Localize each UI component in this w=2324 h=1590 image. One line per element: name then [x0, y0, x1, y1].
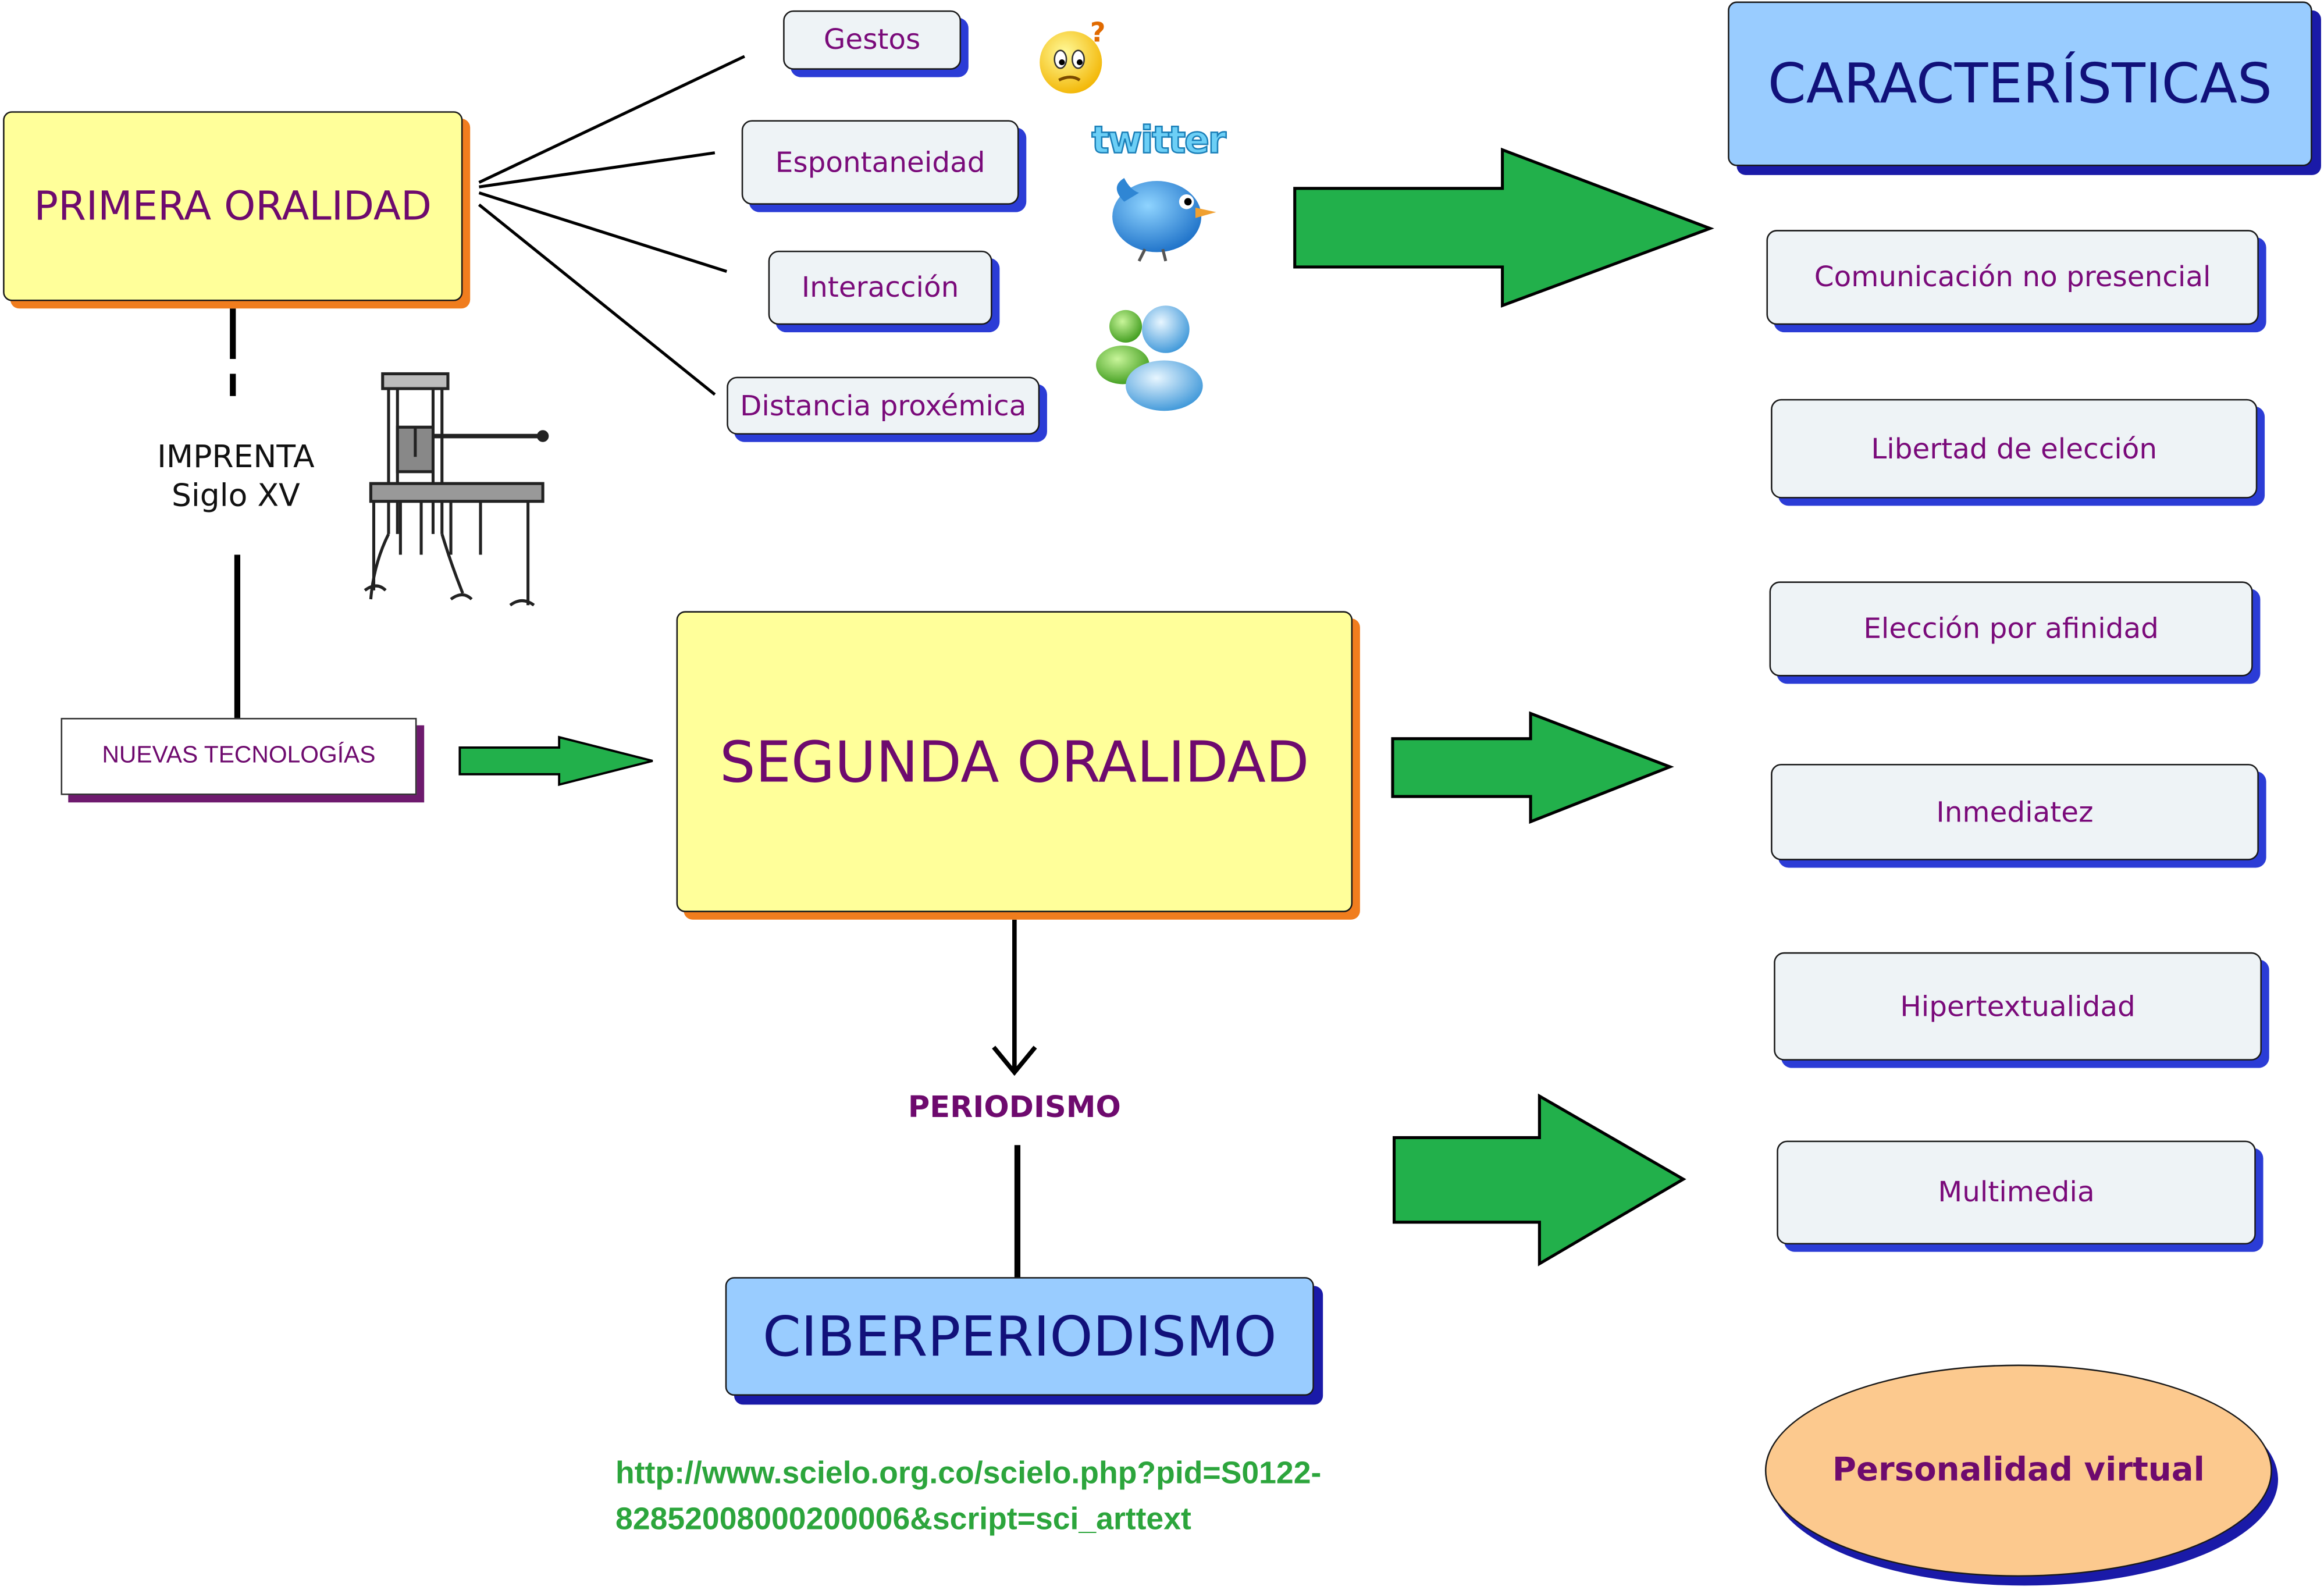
item-inmediatez[interactable]: Inmediatez: [1771, 763, 2259, 860]
caracteristicas-box[interactable]: CARACTERÍSTICAS: [1728, 1, 2312, 166]
primera-oralidad-label: PRIMERA ORALIDAD: [34, 183, 432, 229]
item-comunicacion-label: Comunicación no presencial: [1814, 261, 2211, 294]
personalidad-virtual-ellipse[interactable]: Personalidad virtual: [1764, 1364, 2272, 1577]
arrowhead-periodismo: [992, 1045, 1037, 1076]
segunda-oralidad-box[interactable]: SEGUNDA ORALIDAD: [676, 611, 1353, 912]
imprenta-line1: IMPRENTA: [157, 439, 315, 475]
nuevas-tecnologias-label: NUEVAS TECNOLOGÍAS: [102, 743, 376, 769]
item-libertad-label: Libertad de elección: [1871, 432, 2158, 465]
imprenta-line2: Siglo XV: [171, 477, 300, 514]
ciberperiodismo-label: CIBERPERIODISMO: [762, 1304, 1277, 1368]
connector-interaccion: [478, 191, 728, 273]
item-hipertextualidad-label: Hipertextualidad: [1900, 990, 2136, 1023]
item-espontaneidad-label: Espontaneidad: [775, 146, 985, 179]
connector-gestos: [478, 55, 745, 184]
svg-text:?: ?: [1090, 16, 1106, 48]
messenger-users-icon: [1096, 305, 1203, 411]
nuevas-tecnologias-box[interactable]: NUEVAS TECNOLOGÍAS: [60, 717, 417, 795]
source-url-line2: 82852008000200006&script=sci_arttext: [615, 1502, 1191, 1537]
item-interaccion-label: Interacción: [801, 271, 959, 304]
item-espontaneidad[interactable]: Espontaneidad: [741, 120, 1019, 205]
arrow-ciber-to-caracteristicas: [1392, 1093, 1686, 1267]
caracteristicas-label: CARACTERÍSTICAS: [1767, 52, 2272, 116]
ciberperiodismo-box[interactable]: CIBERPERIODISMO: [725, 1277, 1314, 1396]
item-multimedia-label: Multimedia: [1938, 1176, 2095, 1209]
source-url-line1: http://www.scielo.org.co/scielo.php?pid=…: [615, 1456, 1322, 1491]
arrow-nuevas-to-segunda: [458, 735, 653, 787]
arrow-segunda-to-caracteristicas: [1391, 711, 1674, 824]
source-url[interactable]: http://www.scielo.org.co/scielo.php?pid=…: [615, 1450, 1321, 1542]
twitter-logo-text: twitter: [1091, 118, 1227, 162]
item-distancia-proxemica[interactable]: Distancia proxémica: [727, 376, 1040, 435]
imprenta-label: IMPRENTA Siglo XV: [124, 437, 347, 515]
personalidad-virtual-label: Personalidad virtual: [1832, 1452, 2205, 1489]
connector-espontaneidad: [479, 151, 716, 188]
printing-press-icon: [364, 372, 549, 607]
item-inmediatez-label: Inmediatez: [1936, 795, 2094, 828]
item-afinidad-label: Elección por afinidad: [1863, 612, 2159, 646]
item-hipertextualidad[interactable]: Hipertextualidad: [1774, 952, 2262, 1061]
item-libertad-de-eleccion[interactable]: Libertad de elección: [1771, 399, 2258, 499]
item-comunicacion-no-presencial[interactable]: Comunicación no presencial: [1766, 230, 2259, 325]
item-interaccion[interactable]: Interacción: [768, 250, 992, 325]
twitter-logo-icon: twitter: [1091, 118, 1243, 163]
item-multimedia[interactable]: Multimedia: [1777, 1140, 2256, 1245]
item-gestos-label: Gestos: [823, 23, 921, 56]
segunda-oralidad-label: SEGUNDA ORALIDAD: [720, 729, 1309, 795]
thinking-smiley-icon: ?: [1040, 16, 1106, 94]
primera-oralidad-box[interactable]: PRIMERA ORALIDAD: [3, 111, 463, 301]
item-gestos[interactable]: Gestos: [783, 10, 962, 70]
arrow-primera-to-caracteristicas: [1293, 147, 1714, 308]
periodismo-label: PERIODISMO: [907, 1089, 1121, 1125]
item-distancia-label: Distancia proxémica: [740, 389, 1027, 422]
twitter-bird-icon: [1112, 177, 1216, 262]
connector-distancia: [478, 203, 716, 396]
item-eleccion-por-afinidad[interactable]: Elección por afinidad: [1769, 581, 2253, 677]
